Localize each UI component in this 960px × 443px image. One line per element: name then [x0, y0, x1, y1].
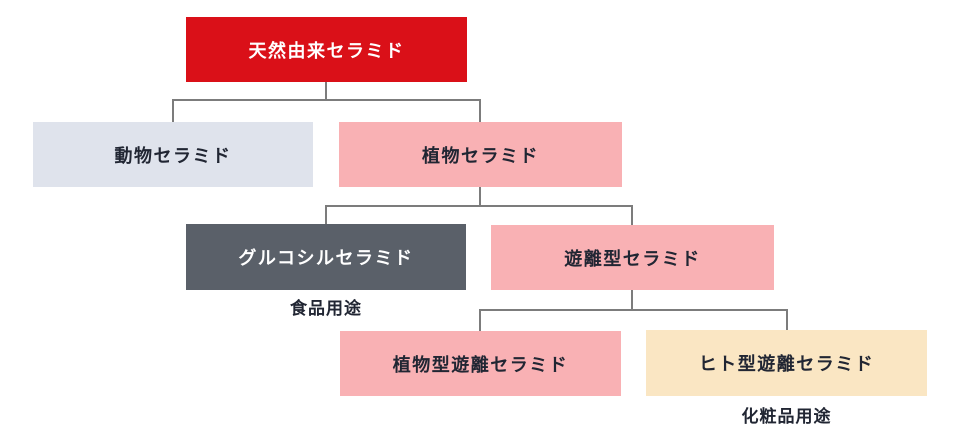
- node-free-type-ceramide: 遊離型セラミド: [491, 225, 774, 290]
- connector-natural-drop: [325, 82, 327, 101]
- connector-glucosyl-drop: [325, 205, 327, 224]
- connector-human-free-drop: [786, 309, 788, 330]
- node-human-type-free-ceramide: ヒト型遊離セラミド: [646, 330, 927, 396]
- connector-level2-horizontal: [325, 205, 633, 207]
- annotation-food-use: 食品用途: [290, 299, 362, 318]
- node-plant-ceramide: 植物セラミド: [339, 122, 622, 187]
- node-glucosyl-ceramide: グルコシルセラミド: [186, 224, 466, 290]
- connector-level1-horizontal: [172, 99, 481, 101]
- connector-plant-drop: [479, 99, 481, 122]
- connector-free-drop: [631, 205, 633, 225]
- node-natural-ceramide: 天然由来セラミド: [186, 17, 467, 82]
- node-plant-type-free-ceramide: 植物型遊離セラミド: [340, 331, 621, 396]
- connector-level3-horizontal: [479, 309, 788, 311]
- connector-animal-drop: [172, 99, 174, 122]
- connector-plant-down: [479, 187, 481, 207]
- connector-free-down: [631, 290, 633, 311]
- annotation-cosmetics-use: 化粧品用途: [741, 407, 832, 426]
- node-animal-ceramide: 動物セラミド: [33, 122, 313, 187]
- connector-plant-free-drop: [479, 309, 481, 331]
